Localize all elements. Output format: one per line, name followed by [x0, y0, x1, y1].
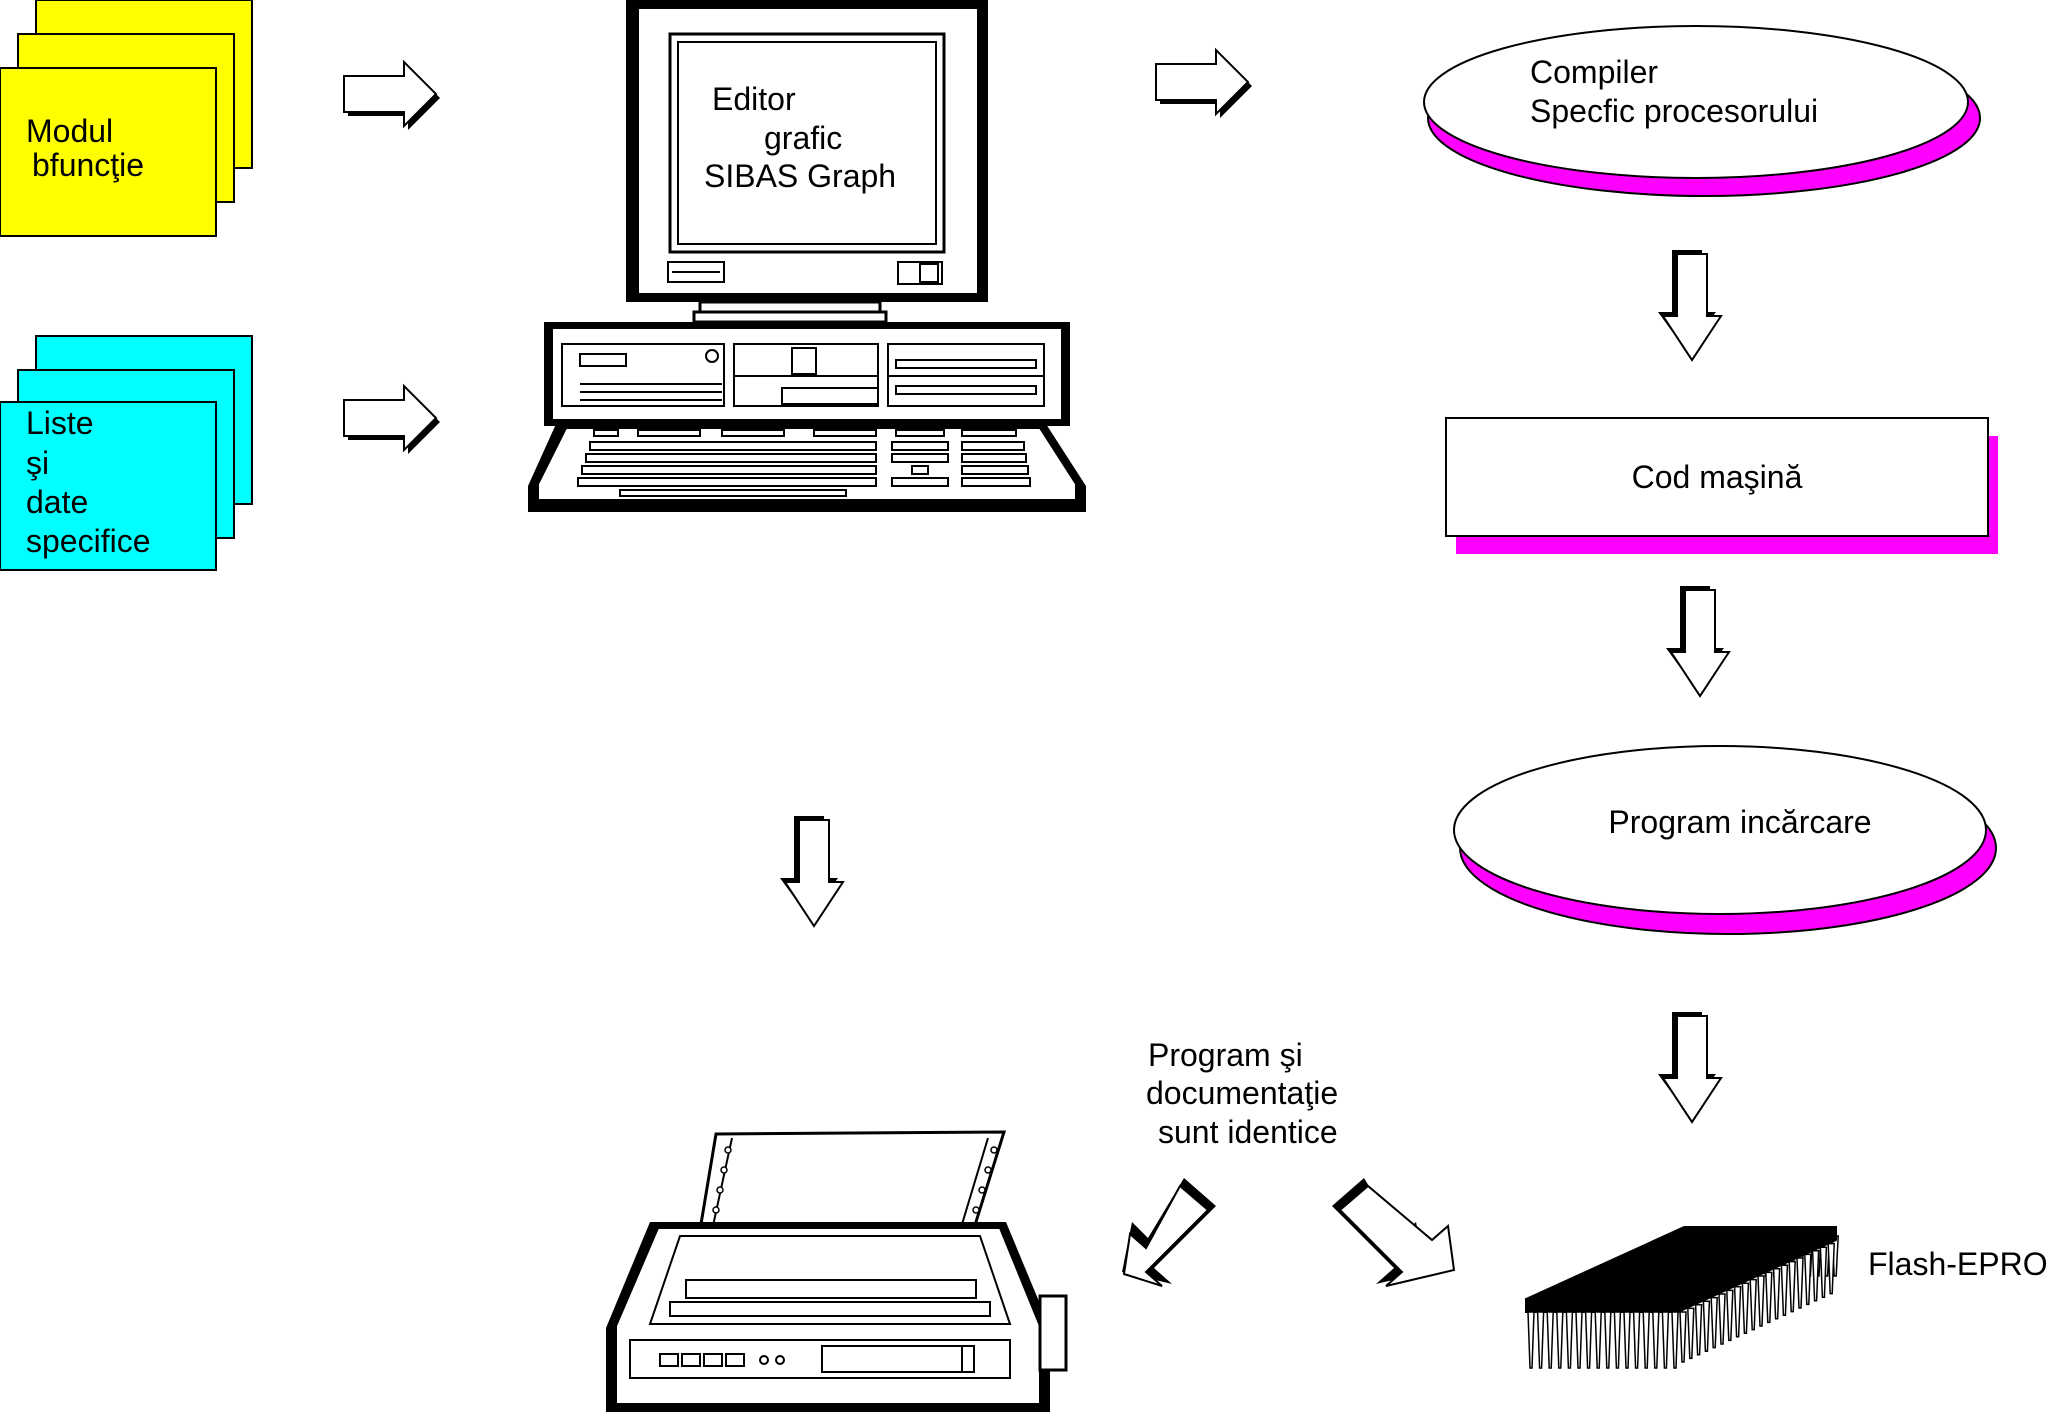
- compiler-label-line1: Compiler: [1530, 54, 1658, 90]
- editor-label-line1: Editor: [712, 81, 796, 117]
- chip-pin: [1687, 1307, 1695, 1360]
- arrow-modul-to-editor: [343, 61, 441, 131]
- editor-label-line3: SIBAS Graph: [704, 158, 896, 194]
- chip-pin: [1652, 1311, 1660, 1369]
- chip-pin: [1788, 1260, 1796, 1313]
- liste-stack: Liste şi date specifice: [0, 335, 253, 571]
- chip-pin: [1527, 1311, 1535, 1369]
- program-incarcare-node: Program incărcare: [1453, 745, 1997, 935]
- liste-label-line1: Liste: [26, 405, 94, 441]
- chip-pin: [1694, 1304, 1703, 1356]
- arrow-cod-to-program: [1665, 585, 1730, 697]
- chip-pin: [1804, 1253, 1812, 1306]
- chip-pin: [1661, 1311, 1670, 1369]
- arrow-liste-to-editor: [343, 385, 441, 455]
- chip-pin: [1642, 1311, 1650, 1369]
- chip-pin: [1749, 1278, 1757, 1331]
- chip-pin: [1546, 1311, 1554, 1369]
- arrow-editor-to-compiler: [1155, 49, 1253, 119]
- editor-label-line2: grafic: [764, 120, 842, 156]
- chip-pin: [1780, 1264, 1789, 1316]
- liste-label-line3: date: [26, 484, 88, 520]
- modul-label-line2: bfuncţie: [32, 147, 144, 183]
- chip-pin: [1796, 1257, 1804, 1309]
- arrow-editor-to-printer: [779, 815, 844, 927]
- chip-pin: [1718, 1293, 1726, 1345]
- computer-illustration: Editor grafic SIBAS Graph: [528, 0, 1086, 512]
- chip-pin: [1819, 1246, 1828, 1298]
- chip-pin: [1604, 1311, 1612, 1369]
- compiler-label-line2: Specfic procesorului: [1530, 93, 1818, 129]
- chip-pin: [1623, 1311, 1631, 1369]
- cod-masina-label: Cod maşină: [1632, 459, 1803, 495]
- doc-note-line2: documentaţie: [1146, 1075, 1338, 1111]
- chip-pin: [1584, 1311, 1593, 1369]
- printer-illustration: [606, 1130, 1068, 1412]
- doc-note-line1: Program şi: [1148, 1037, 1303, 1073]
- chip-pin: [1726, 1289, 1734, 1342]
- arrow-program-to-flash: [1657, 1011, 1722, 1123]
- chip-pin: [1671, 1311, 1679, 1369]
- chip-pin: [1613, 1311, 1622, 1369]
- doc-note: Program şi documentaţie sunt identice: [1146, 1037, 1338, 1150]
- modul-label-line1: Modul: [26, 113, 113, 149]
- arrow-doc-to-flash: [1332, 1178, 1456, 1287]
- chip-pin: [1757, 1275, 1765, 1327]
- chip-pin: [1679, 1311, 1687, 1363]
- liste-label-line4: specifice: [26, 523, 151, 559]
- chip-pin: [1765, 1271, 1773, 1324]
- chip-pin: [1565, 1311, 1574, 1369]
- program-incarcare-label: Program incărcare: [1608, 804, 1871, 840]
- chip-pin: [1556, 1311, 1564, 1369]
- flash-label: Flash-EPRO: [1868, 1246, 2048, 1282]
- compiler-node: Compiler Specfic procesorului: [1423, 25, 1981, 197]
- chip-pin: [1811, 1250, 1820, 1302]
- chip-pin: [1733, 1286, 1742, 1338]
- chip-pin: [1741, 1282, 1750, 1334]
- cod-masina-node: Cod maşină: [1445, 417, 1998, 554]
- chip-pin: [1702, 1300, 1711, 1352]
- chip-pin: [1772, 1268, 1781, 1320]
- chip-pin: [1827, 1242, 1835, 1295]
- chip-pin: [1575, 1311, 1583, 1369]
- chip-pin: [1594, 1311, 1602, 1369]
- flash-eprom-chip: Flash-EPRO: [1525, 1226, 2048, 1369]
- chip-pin: [1632, 1311, 1641, 1369]
- modul-stack: Modul bfuncţie: [0, 0, 253, 237]
- doc-note-line3: sunt identice: [1158, 1114, 1338, 1150]
- arrow-compiler-to-cod: [1657, 249, 1722, 361]
- liste-label-line2: şi: [26, 445, 49, 481]
- chip-pin: [1710, 1296, 1718, 1349]
- arrow-doc-to-printer: [1122, 1178, 1216, 1287]
- chip-pin: [1536, 1311, 1545, 1369]
